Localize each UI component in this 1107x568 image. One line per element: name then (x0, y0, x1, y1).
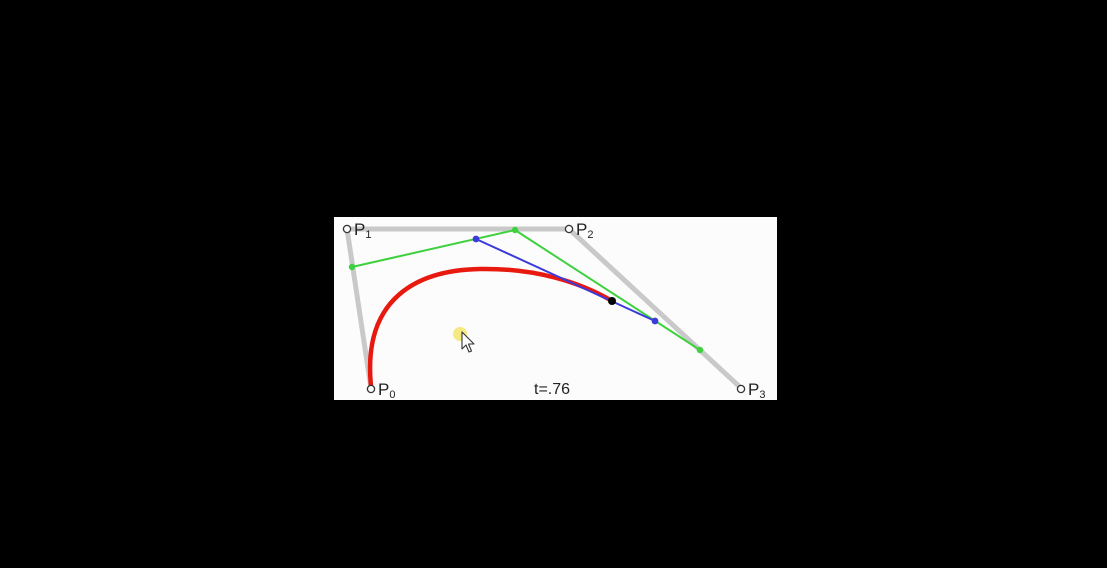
control-polygon (344, 226, 744, 391)
svg-text:P2: P2 (576, 220, 593, 241)
control-segment-p0-p1 (344, 226, 374, 391)
control-point-p2: P2 (564, 220, 593, 241)
control-point-p1-index: 1 (365, 229, 371, 241)
bezier-curve-trace (367, 266, 615, 389)
first-level-point-a (348, 263, 356, 271)
control-point-p3-marker (736, 384, 746, 394)
control-point-p1: P1 (342, 220, 371, 241)
second-level-segment (475, 238, 656, 322)
control-point-p0-marker (366, 384, 376, 394)
control-point-p0: P0 (366, 380, 395, 401)
second-level-point-a (472, 235, 480, 243)
control-point-p3: P3 (736, 380, 765, 401)
control-point-p3-letter: P (748, 380, 759, 399)
second-level-point-b (651, 317, 659, 325)
current-curve-point (608, 297, 616, 305)
control-point-p2-letter: P (576, 220, 587, 239)
mouse-cursor (453, 327, 475, 353)
first-level-point-b (511, 226, 519, 234)
control-point-p3-index: 3 (759, 389, 765, 401)
first-level-interpolation (348, 226, 704, 354)
svg-text:P1: P1 (354, 220, 371, 241)
first-level-point-c (696, 346, 704, 354)
control-point-p2-marker (564, 224, 574, 234)
control-point-p1-letter: P (354, 220, 365, 239)
diagram-panel (334, 217, 777, 400)
arrow-pointer-icon (461, 331, 475, 353)
t-parameter-label: t=.76 (534, 381, 570, 398)
control-point-p0-letter: P (378, 380, 389, 399)
control-segment-p2-p3 (566, 226, 744, 391)
second-level-interpolation (472, 235, 659, 325)
control-point-p1-marker (342, 224, 352, 234)
svg-text:P3: P3 (748, 380, 765, 401)
control-point-p2-index: 2 (587, 229, 593, 241)
svg-text:P0: P0 (378, 380, 395, 401)
control-point-p0-index: 0 (389, 389, 395, 401)
